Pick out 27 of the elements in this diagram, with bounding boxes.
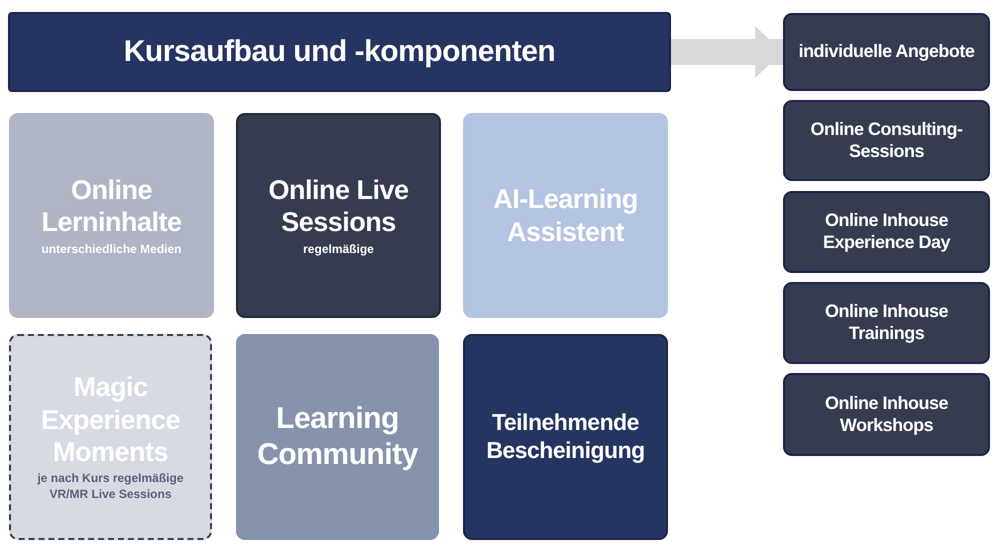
offer-box	[783, 13, 990, 91]
offer-box	[783, 282, 990, 364]
offer-box	[783, 373, 990, 456]
offer-box	[783, 191, 990, 273]
course-tile	[236, 113, 441, 318]
tile-subtext: unterschiedliche Medien	[40, 242, 183, 258]
course-tile	[9, 113, 214, 318]
tile-heading: Learning Community	[256, 401, 419, 473]
tile-heading: Teilnehmende Bescheinigung	[485, 409, 646, 465]
tile-heading: Online Live Sessions	[267, 174, 410, 239]
offer-box	[783, 100, 990, 181]
tile-subtext: regelmäßige	[302, 242, 375, 258]
course-tile	[236, 334, 439, 540]
tile-heading: individuelle Angebote	[798, 41, 976, 63]
block-arrow	[671, 26, 783, 78]
tile-subtext: je nach Kurs regelmäßige VR/MR Live Sessions	[36, 471, 185, 503]
title-banner	[8, 12, 671, 92]
tile-heading: Online Inhouse Trainings	[824, 301, 949, 345]
tile-heading: Online Consulting-Sessions	[810, 118, 964, 162]
tile-heading: Online Lerninhalte	[40, 174, 183, 239]
course-tile	[463, 334, 668, 540]
tile-heading: Kursaufbau und -komponenten	[124, 34, 556, 70]
tile-heading: AI-Learning Assistent	[492, 183, 639, 248]
course-tile	[463, 113, 668, 318]
tile-heading: Online Inhouse Experience Day	[822, 210, 952, 254]
tile-heading: Online Inhouse Workshops	[824, 392, 949, 436]
course-tile	[9, 334, 212, 540]
